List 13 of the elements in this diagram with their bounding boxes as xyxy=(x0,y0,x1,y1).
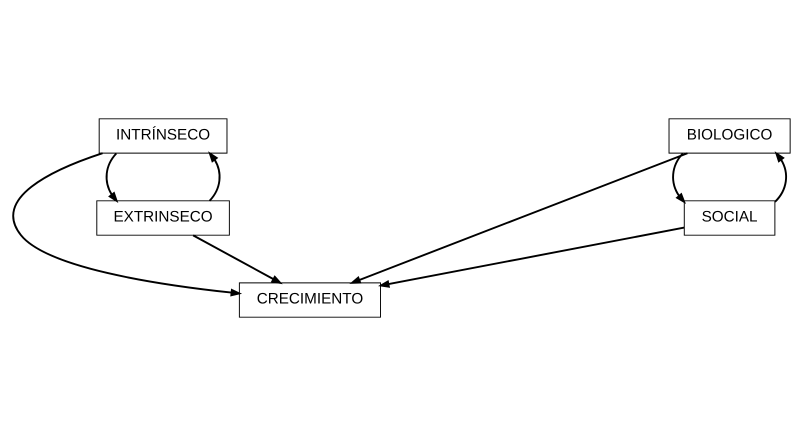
arrow xyxy=(774,151,787,202)
arrow xyxy=(672,152,686,204)
arrow xyxy=(192,234,283,284)
arrow xyxy=(12,152,242,296)
arrow xyxy=(208,151,221,202)
node-box: SOCIAL xyxy=(684,200,776,236)
node-box: BIOLOGICO xyxy=(668,118,791,154)
arrow xyxy=(106,152,118,204)
arrow xyxy=(378,226,684,288)
arrow xyxy=(349,152,688,284)
node-box: INTRÍNSECO xyxy=(98,118,228,154)
node-box: CRECIMIENTO xyxy=(238,282,381,318)
node-box: EXTRINSECO xyxy=(96,200,230,236)
